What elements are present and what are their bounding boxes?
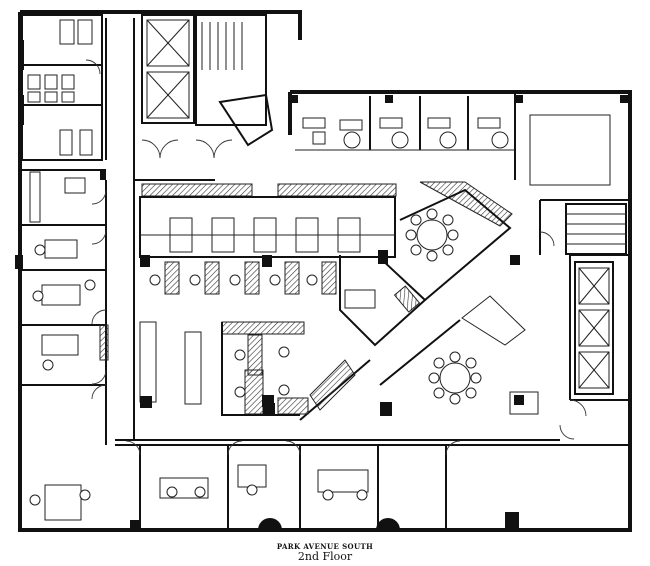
floor-label: 2nd Floor [297, 550, 353, 563]
south-offices [125, 440, 519, 530]
restrooms [21, 14, 103, 161]
angled-walls [299, 188, 526, 421]
interior-walls [22, 18, 630, 530]
building-core [18, 14, 274, 161]
door-swings [85, 59, 555, 400]
stair-core [195, 14, 267, 126]
conference-table-south [428, 351, 482, 405]
west-offices [15, 170, 109, 521]
north-offices [290, 95, 628, 186]
street-label: PARK AVENUE SOUTH [276, 542, 374, 551]
conference-table-north [405, 208, 459, 262]
central-workroom [139, 321, 356, 416]
east-core [509, 203, 627, 440]
open-workstations [139, 181, 513, 295]
elevator-shaft [141, 14, 195, 124]
